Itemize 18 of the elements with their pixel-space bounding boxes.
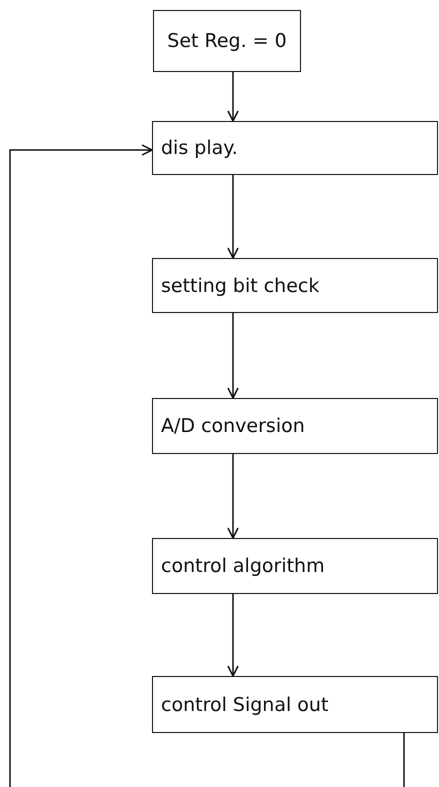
process-box (152, 121, 438, 175)
process-box (152, 538, 438, 594)
arrow (227, 72, 239, 122)
process-box (152, 676, 438, 733)
arrow (227, 313, 239, 399)
step-label: control algorithm (161, 555, 325, 577)
process-box (152, 258, 438, 313)
arrow (9, 144, 153, 787)
process-box (153, 10, 301, 72)
step-label: setting bit check (161, 274, 320, 296)
arrow (227, 594, 239, 677)
step-label: Set Reg. = 0 (167, 30, 287, 52)
step-label: A/D conversion (161, 415, 305, 437)
arrow (227, 454, 239, 539)
step-label: dis play. (161, 137, 238, 159)
step-label: control Signal out (161, 694, 328, 716)
arrow (227, 175, 239, 259)
process-box (152, 398, 438, 454)
